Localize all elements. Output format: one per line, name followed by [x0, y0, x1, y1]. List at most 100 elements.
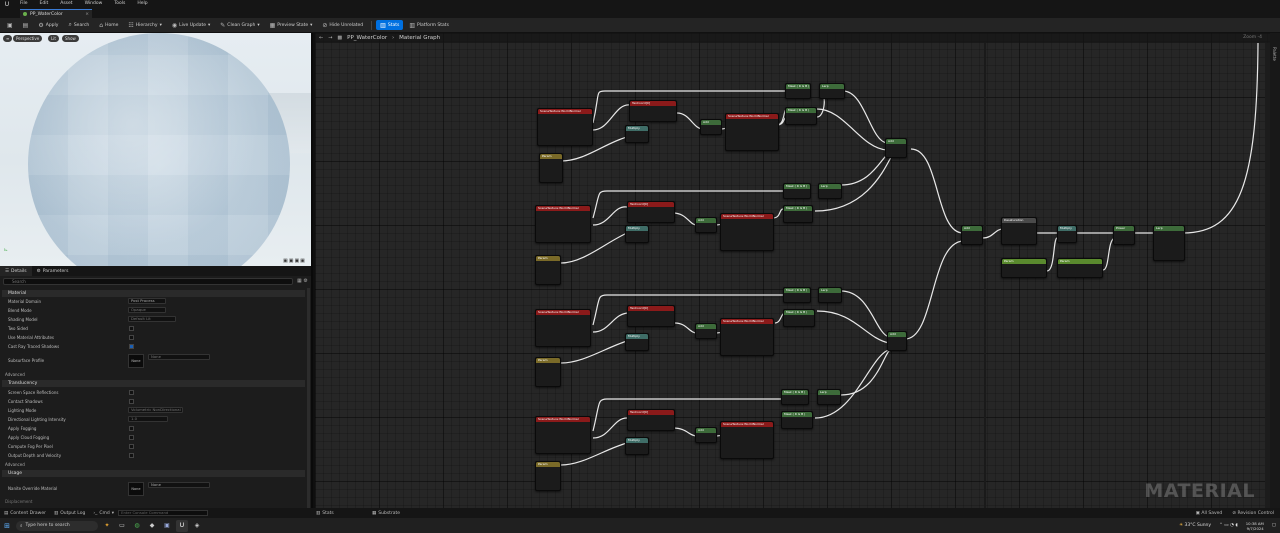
clean-graph-button[interactable]: ✎Clean Graph▾: [216, 20, 263, 30]
details-search-input[interactable]: Search: [3, 278, 293, 285]
back-icon[interactable]: ←: [319, 35, 324, 41]
taskbar-explorer-icon[interactable]: ▣: [164, 522, 170, 529]
preview-state-button[interactable]: ▦Preview State▾: [266, 20, 317, 30]
apply-button[interactable]: ⚙Apply: [34, 20, 62, 30]
substrate-tab[interactable]: ▦Substrate: [372, 508, 400, 518]
cmd-button[interactable]: ›_Cmd▾: [89, 511, 118, 516]
menu-tools[interactable]: Tools: [114, 1, 126, 6]
material-graph[interactable]: SceneTexture:WorldNormal TexCoord[0] Mul…: [315, 33, 1270, 508]
weather-widget[interactable]: ☀ 33°C Sunny: [1179, 523, 1211, 528]
node-add-merge-1[interactable]: Add: [885, 138, 907, 158]
node-add-1[interactable]: Add: [700, 119, 722, 135]
translucency-advanced-toggle[interactable]: Advanced: [5, 462, 25, 467]
node-multiply-3[interactable]: Multiply: [625, 333, 649, 351]
menu-window[interactable]: Window: [84, 1, 103, 6]
output-depth-checkbox[interactable]: [129, 453, 134, 458]
material-advanced-toggle[interactable]: Advanced: [5, 372, 25, 377]
tab-parameters[interactable]: ⚙Parameters: [32, 266, 74, 276]
preview-viewport[interactable]: ≡ Perspective Lit Show ⊾ ▣▣▣▣: [0, 33, 313, 266]
node-lerp-2[interactable]: Lerp: [818, 183, 842, 199]
lighting-mode-dropdown[interactable]: Volumetric NonDirectional: [128, 407, 183, 413]
blend-mode-dropdown[interactable]: Opaque: [128, 307, 166, 313]
notifications-icon[interactable]: ▢: [1271, 523, 1276, 528]
subsurface-thumbnail[interactable]: None: [128, 354, 144, 368]
unreal-logo-icon[interactable]: U: [4, 0, 10, 8]
node-mask-1b[interactable]: Mask ( R G B ): [785, 107, 817, 125]
revision-control-button[interactable]: ⊘ Revision Control: [1232, 511, 1274, 516]
menu-file[interactable]: File: [20, 1, 28, 6]
hierarchy-button[interactable]: ☷Hierarchy▾: [124, 20, 165, 30]
node-constant-2[interactable]: Param: [535, 255, 561, 285]
node-mask-3[interactable]: Mask ( R G B ): [783, 287, 811, 303]
tab-details[interactable]: ☰Details: [0, 266, 32, 276]
viewport-shape-icons[interactable]: ▣▣▣▣: [283, 258, 306, 264]
node-texcoord-3[interactable]: TexCoord[0]: [627, 305, 675, 327]
node-lerp-1[interactable]: Lerp: [819, 83, 845, 99]
lit-button[interactable]: Lit: [48, 35, 59, 42]
node-scenetexture-2b[interactable]: SceneTexture:WorldNormal: [720, 213, 774, 251]
compute-fog-checkbox[interactable]: [129, 444, 134, 449]
forward-icon[interactable]: →: [328, 35, 333, 41]
taskbar-chrome-icon[interactable]: ◍: [134, 522, 140, 529]
search-button[interactable]: ⌕Search: [64, 20, 93, 30]
stats-button[interactable]: ▥Stats: [376, 20, 404, 30]
platform-stats-button[interactable]: ▥Platform Stats: [405, 20, 453, 30]
node-mask-2b[interactable]: Mask ( R G B ): [783, 205, 813, 223]
shading-model-dropdown[interactable]: Default Lit: [128, 316, 176, 322]
node-mask-2[interactable]: Mask ( R G B ): [783, 183, 811, 199]
browse-button[interactable]: ▤: [19, 20, 33, 30]
taskbar-task-view-icon[interactable]: ▭: [119, 522, 125, 529]
node-scenetexture-4[interactable]: SceneTexture:WorldNormal: [535, 416, 591, 454]
node-mask-1[interactable]: Mask ( R G B ): [785, 83, 811, 99]
subsurface-profile-dropdown[interactable]: None: [148, 354, 210, 360]
close-tab-icon[interactable]: ×: [85, 11, 89, 17]
node-power[interactable]: Power: [1113, 225, 1135, 245]
node-lerp-3[interactable]: Lerp: [818, 287, 842, 303]
node-texcoord-1[interactable]: TexCoord[0]: [629, 100, 677, 122]
output-log-button[interactable]: ▥Output Log: [50, 511, 89, 516]
menu-help[interactable]: Help: [137, 1, 148, 6]
content-drawer-button[interactable]: ▤Content Drawer: [0, 511, 50, 516]
menu-asset[interactable]: Asset: [60, 1, 73, 6]
clock[interactable]: 10:38 AM 9/7/2024: [1246, 521, 1264, 531]
tray-icons[interactable]: ⌃ ▭ ◔ ◖: [1219, 523, 1238, 528]
section-usage[interactable]: Usage: [2, 470, 305, 477]
node-lerp-final[interactable]: Lerp: [1153, 225, 1185, 261]
taskbar-app-icon[interactable]: ◆: [149, 522, 155, 529]
perspective-button[interactable]: Perspective: [13, 35, 43, 42]
use-material-attributes-checkbox[interactable]: [129, 335, 134, 340]
node-texcoord-4[interactable]: TexCoord[0]: [627, 409, 675, 431]
section-material[interactable]: Material: [2, 290, 305, 297]
ssr-checkbox[interactable]: [129, 390, 134, 395]
node-constant-4[interactable]: Param: [535, 461, 561, 491]
node-scenetexture-1[interactable]: SceneTexture:WorldNormal: [537, 108, 593, 146]
taskbar-app2-icon[interactable]: ◈: [194, 522, 200, 529]
node-multiply-1[interactable]: Multiply: [625, 125, 649, 143]
apply-fogging-checkbox[interactable]: [129, 426, 134, 431]
node-lerp-4[interactable]: Lerp: [817, 389, 841, 405]
nanite-override-thumbnail[interactable]: None: [128, 482, 144, 496]
node-texcoord-2[interactable]: TexCoord[0]: [627, 201, 675, 223]
menu-edit[interactable]: Edit: [39, 1, 49, 6]
details-settings-icon[interactable]: ▦ ⚙: [297, 278, 308, 284]
tab-pp-watercolor[interactable]: PP_WaterColor ×: [20, 9, 92, 18]
taskbar-search[interactable]: ⌕Type here to search: [16, 520, 98, 531]
nanite-override-dropdown[interactable]: None: [148, 482, 210, 488]
section-translucency[interactable]: Translucency: [2, 380, 305, 387]
directional-lighting-input[interactable]: 1.0: [128, 416, 168, 422]
node-scenetexture-3b[interactable]: SceneTexture:WorldNormal: [720, 318, 774, 356]
home-button[interactable]: ⌂Home: [95, 20, 122, 30]
taskbar-app-widget-icon[interactable]: ✦: [104, 522, 110, 529]
palette-sidebar[interactable]: Palette: [1270, 33, 1280, 508]
node-mask-3b[interactable]: Mask ( R G B ): [783, 309, 815, 327]
console-command-input[interactable]: Enter Console Command: [118, 510, 209, 516]
two-sided-checkbox[interactable]: [129, 326, 134, 331]
node-constant-1[interactable]: Param: [539, 153, 563, 183]
live-update-button[interactable]: ◉Live Update▾: [168, 20, 214, 30]
node-add-3[interactable]: Add: [695, 323, 717, 339]
taskbar-unreal-icon[interactable]: U: [176, 519, 188, 532]
stats-tab[interactable]: ▥Stats: [316, 508, 334, 518]
material-domain-dropdown[interactable]: Post Process: [128, 298, 166, 304]
node-mask-4b[interactable]: Mask ( R G B ): [781, 411, 813, 429]
node-add-2[interactable]: Add: [695, 217, 717, 233]
